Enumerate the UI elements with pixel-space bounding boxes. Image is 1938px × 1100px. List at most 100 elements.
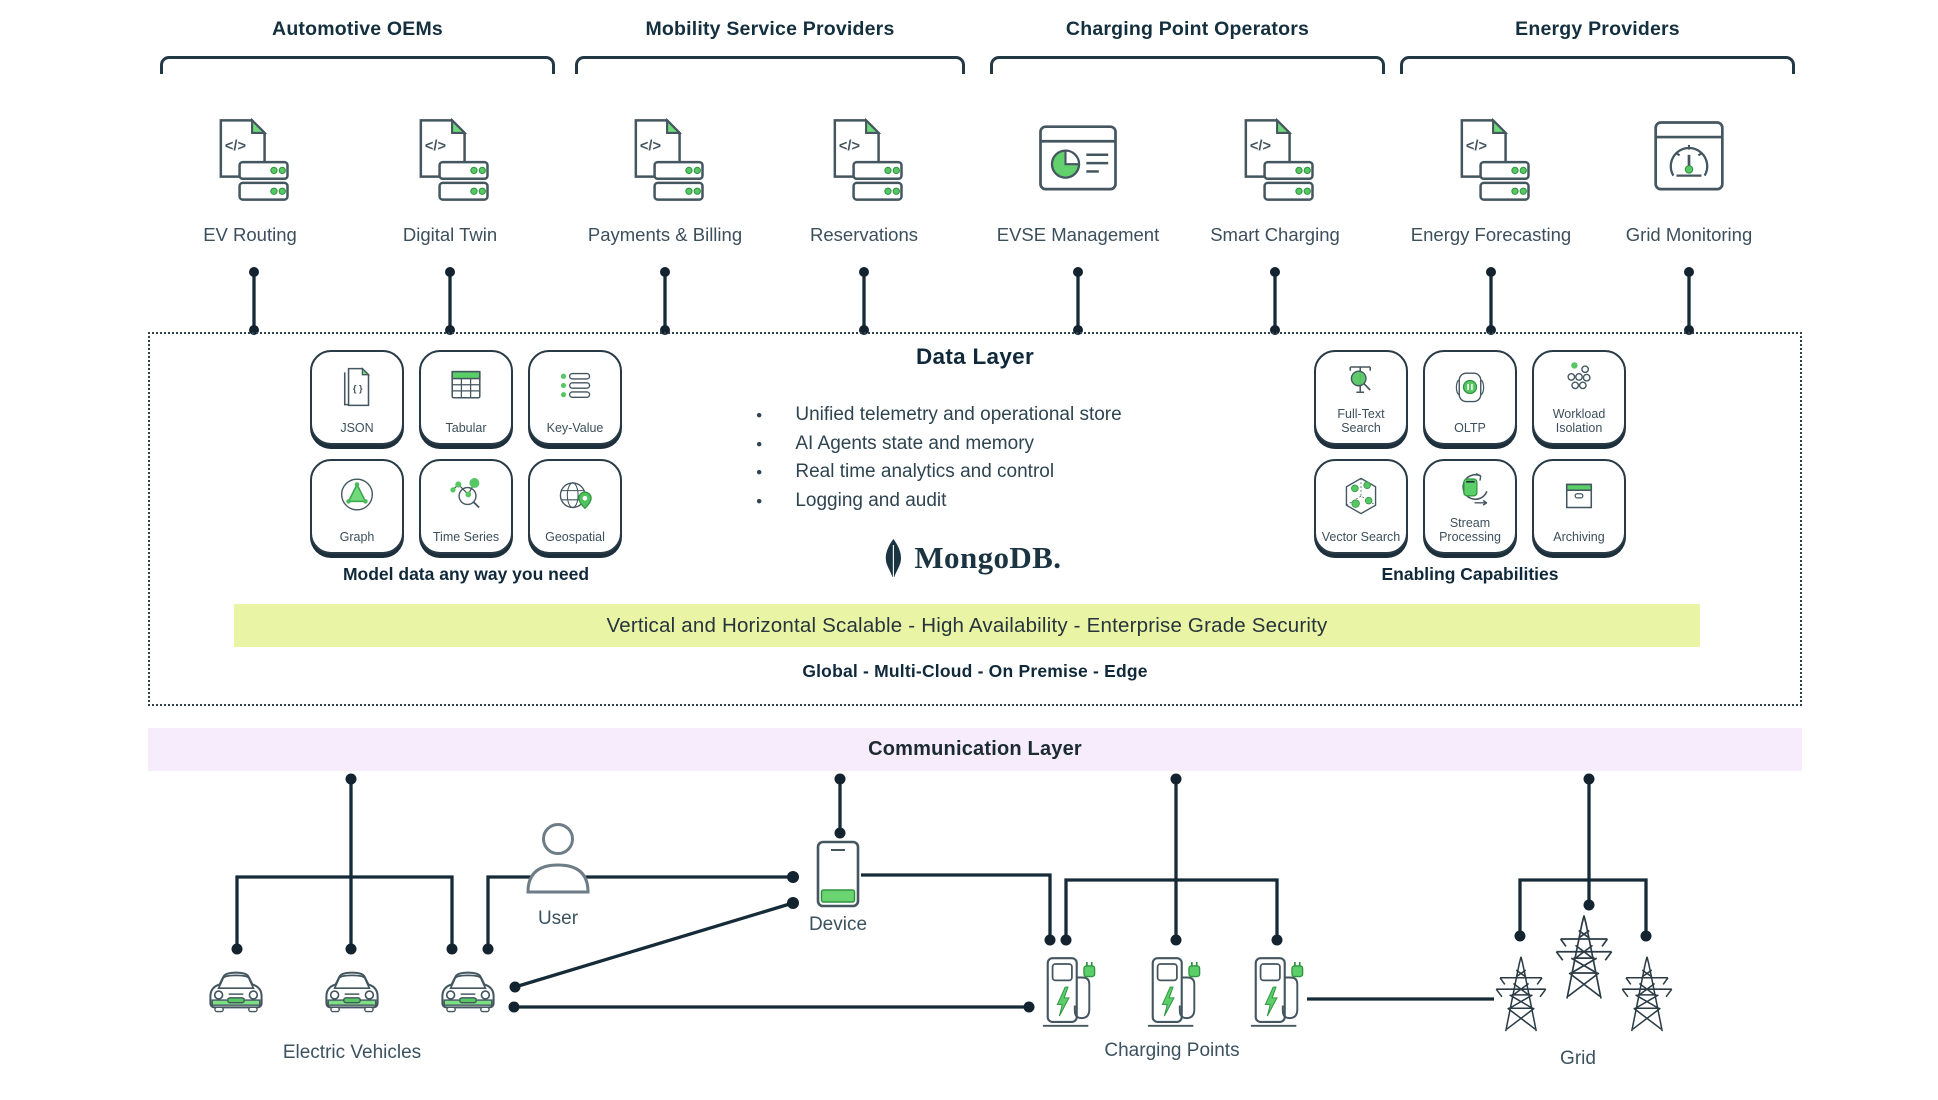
tile-label: Vector Search [1321, 530, 1401, 544]
group-bracket [575, 56, 965, 74]
charging-points-label: Charging Points [1104, 1040, 1240, 1061]
fulltext-icon [1316, 352, 1406, 407]
mongodb-logo: MongoDB. [881, 538, 1061, 578]
app-label: EV Routing [203, 224, 297, 245]
tile-stream-processing: Stream Processing [1423, 459, 1517, 554]
tile-tabular: Tabular [419, 350, 513, 445]
timeseries-icon [421, 461, 511, 530]
workload-icon [1534, 352, 1624, 407]
doc-server-icon [1225, 110, 1325, 210]
scalability-banner: Vertical and Horizontal Scalable - High … [234, 604, 1700, 647]
app-ev-routing: EV Routing [162, 110, 338, 246]
group-bracket [160, 56, 555, 74]
tile-full-text-search: Full-Text Search [1314, 350, 1408, 445]
browser-chart-icon [1028, 110, 1128, 210]
browser-gauge-icon [1639, 110, 1739, 210]
model-caption: Model data any way you need [342, 564, 590, 584]
tile-label: JSON [340, 421, 374, 435]
archiving-icon [1534, 461, 1624, 530]
tile-graph: Graph [310, 459, 404, 554]
tile-label: Key-Value [546, 421, 604, 435]
app-evse-management: EVSE Management [990, 110, 1166, 246]
user-label: User [537, 908, 579, 929]
group-header: Automotive OEMs [272, 18, 443, 40]
tile-time-series: Time Series [419, 459, 513, 554]
electric-vehicle-icon [436, 966, 500, 1014]
tile-label: Workload Isolation [1552, 407, 1606, 435]
app-label: Grid Monitoring [1625, 224, 1753, 245]
tile-label: Stream Processing [1439, 516, 1501, 544]
geospatial-icon [530, 461, 620, 530]
app-grid-monitoring: Grid Monitoring [1601, 110, 1777, 246]
group-bracket [1400, 56, 1795, 74]
tile-vector-search: Vector Search [1314, 459, 1408, 554]
charging-point-icon [1248, 954, 1306, 1030]
bullet-item: Logging and audit [756, 488, 1122, 517]
tile-label: Time Series [432, 530, 500, 544]
tile-label: Geospatial [545, 530, 605, 544]
tile-oltp: OLTP [1423, 350, 1517, 445]
user-icon [518, 816, 598, 906]
doc-server-icon [1441, 110, 1541, 210]
app-energy-forecasting: Energy Forecasting [1403, 110, 1579, 246]
graph-icon [312, 461, 402, 530]
charging-point-icon [1145, 954, 1203, 1030]
app-label: Digital Twin [402, 224, 498, 245]
stream-icon [1425, 461, 1515, 516]
electric-vehicle-icon [320, 966, 384, 1014]
doc-server-icon [200, 110, 300, 210]
bullet-item: AI Agents state and memory [756, 431, 1122, 460]
tile-archiving: Archiving [1532, 459, 1626, 554]
grid-tower-icon [1490, 953, 1552, 1033]
charging-point-icon [1040, 954, 1098, 1030]
app-label: Payments & Billing [587, 224, 743, 245]
device-label: Device [808, 914, 868, 935]
vector-icon [1316, 461, 1406, 530]
communication-layer-banner: Communication Layer [148, 728, 1802, 771]
grid-tower-icon [1616, 953, 1678, 1033]
doc-server-icon [814, 110, 914, 210]
tile-label: Graph [339, 530, 375, 544]
grid-label: Grid [1560, 1048, 1596, 1069]
doc-server-icon [400, 110, 500, 210]
keyvalue-icon [530, 352, 620, 421]
oltp-icon [1425, 352, 1515, 421]
group-header: Energy Providers [1515, 18, 1680, 40]
deployment-caption: Global - Multi-Cloud - On Premise - Edge [802, 661, 1148, 681]
app-label: Energy Forecasting [1410, 224, 1572, 245]
data-layer-title: Data Layer [915, 344, 1035, 369]
tile-workload-isolation: Workload Isolation [1532, 350, 1626, 445]
app-label: Reservations [810, 224, 918, 245]
group-automotive-oems: Automotive OEMs EV Routing Digital Twin [160, 12, 555, 262]
mongodb-wordmark: MongoDB. [914, 540, 1062, 575]
json-icon [312, 352, 402, 421]
mongodb-leaf-icon [881, 538, 905, 578]
tabular-icon [421, 352, 511, 421]
app-reservations: Reservations [776, 110, 952, 246]
electric-vehicles-label: Electric Vehicles [282, 1042, 422, 1063]
tile-label: Archiving [1553, 530, 1605, 544]
tile-json: JSON [310, 350, 404, 445]
app-label: EVSE Management [996, 224, 1160, 245]
app-smart-charging: Smart Charging [1187, 110, 1363, 246]
device-icon [816, 840, 860, 910]
app-digital-twin: Digital Twin [362, 110, 538, 246]
tile-label: Tabular [445, 421, 487, 435]
group-bracket [990, 56, 1385, 74]
tile-geospatial: Geospatial [528, 459, 622, 554]
capabilities-caption: Enabling Capabilities [1381, 564, 1559, 584]
app-label: Smart Charging [1210, 224, 1340, 245]
data-layer-bullet-list: Unified telemetry and operational storeA… [756, 402, 1122, 517]
bullet-item: Real time analytics and control [756, 459, 1122, 488]
electric-vehicle-icon [204, 966, 268, 1014]
tile-label: OLTP [1454, 421, 1486, 435]
doc-server-icon [615, 110, 715, 210]
